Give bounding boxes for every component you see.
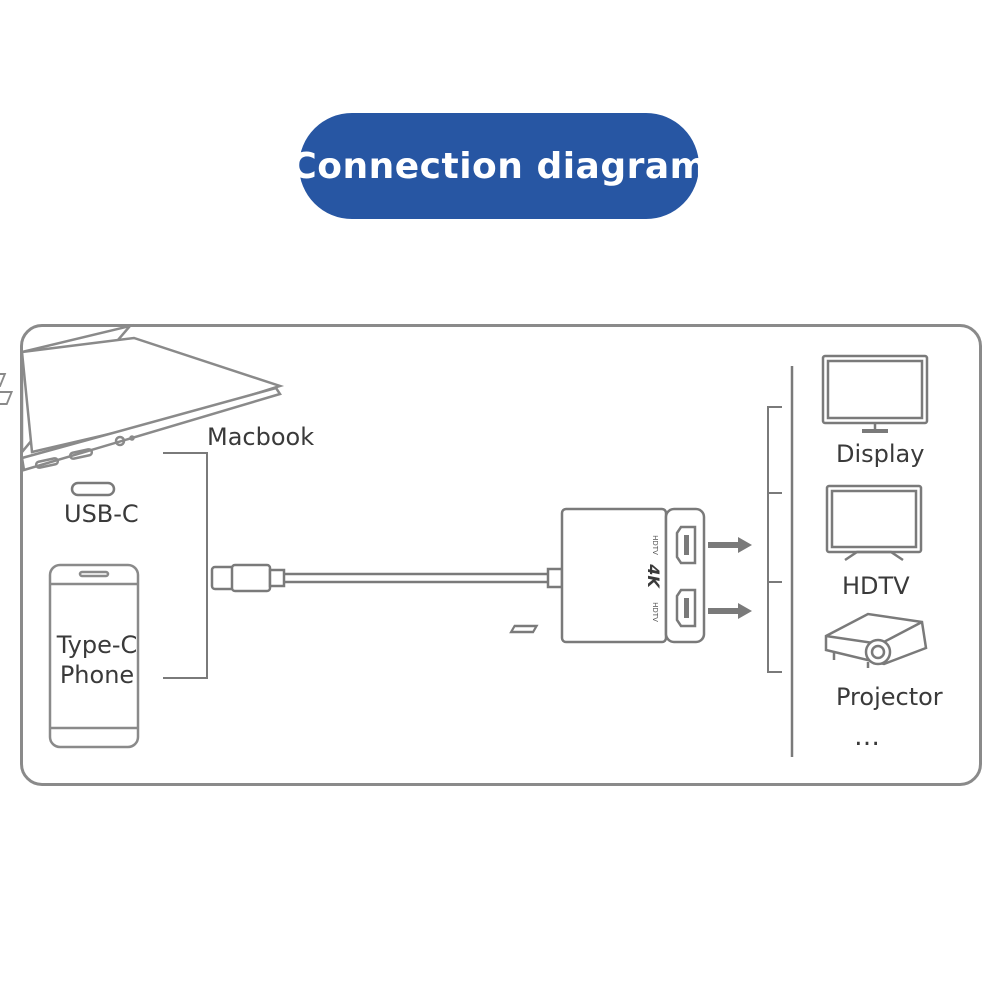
adapter-icon [560, 507, 706, 644]
projector-icon [509, 612, 928, 668]
output-bracket [767, 366, 794, 757]
diagram-title: Connection diagram [290, 145, 708, 187]
usbc-port-icon [70, 481, 116, 497]
title-banner: Connection diagram [290, 113, 707, 219]
display-label: Display [836, 440, 925, 468]
phone-label-line1: Type-C [56, 631, 138, 659]
adapter-4k-badge: 4K [644, 563, 663, 589]
phone-icon [48, 563, 140, 749]
more-outputs-ellipsis: … [854, 722, 884, 752]
adapter-port-label-bottom: HDTV [651, 602, 659, 622]
source-bracket [163, 452, 208, 679]
hdmi-port-bottom-icon [675, 588, 697, 628]
macbook-label: Macbook [207, 423, 315, 451]
adapter-port-label-top: HDTV [651, 535, 659, 555]
phone-label: Type-C Phone [50, 630, 144, 690]
diagram-frame [20, 324, 982, 786]
arrow-top-icon [708, 537, 752, 553]
hdmi-port-top-icon [675, 525, 697, 565]
usbc-label: USB-C [64, 500, 139, 528]
hdtv-icon [825, 484, 923, 562]
arrow-bottom-icon [708, 603, 752, 619]
laptop-icon [0, 323, 285, 472]
display-icon [821, 354, 929, 433]
projector-label: Projector [836, 683, 943, 711]
usbc-cable [210, 563, 564, 593]
phone-label-line2: Phone [59, 661, 135, 689]
hdtv-label: HDTV [842, 572, 910, 600]
